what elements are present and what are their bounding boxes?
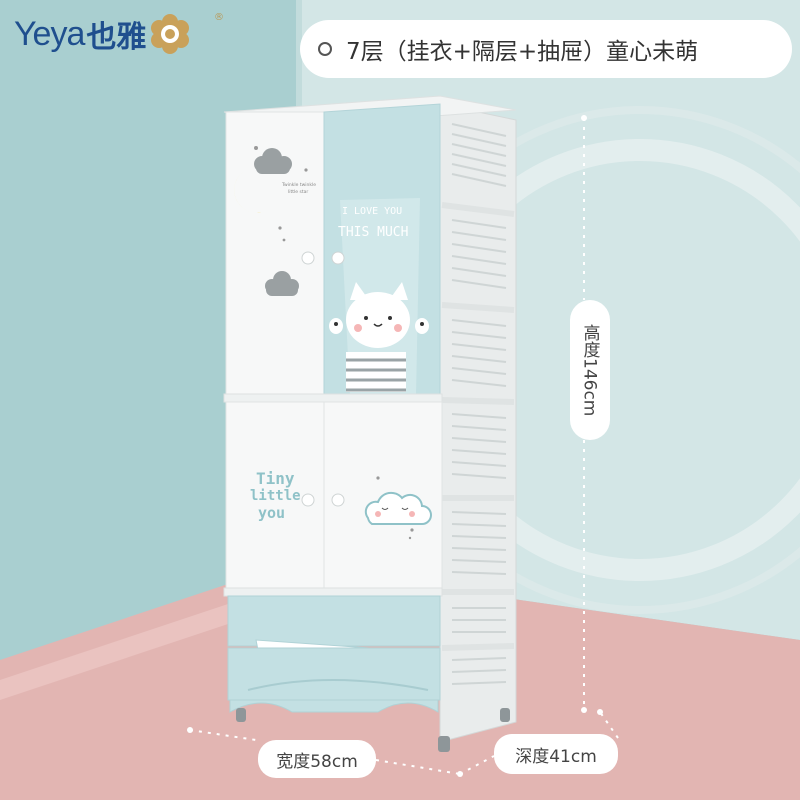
registered-mark: ® xyxy=(214,12,224,23)
brand-name-en: Yeya xyxy=(14,14,85,53)
tiny-stars-icon xyxy=(376,476,414,540)
love-text-line2: THIS MUCH xyxy=(338,225,408,240)
star-icon xyxy=(254,146,308,242)
depth-text: 深度41cm xyxy=(515,746,597,767)
you-text: you xyxy=(258,504,285,522)
cloud-small-icon xyxy=(265,271,299,296)
lower-left-door xyxy=(225,401,325,589)
product-title: 7层（挂衣+隔层+抽屉）童心未萌 xyxy=(346,39,699,65)
little-text: little xyxy=(250,488,301,504)
tiny-text: Tiny xyxy=(256,469,295,488)
height-text: 高度146cm xyxy=(579,323,600,417)
dimension-lines xyxy=(189,118,619,775)
smiling-cloud-icon xyxy=(364,491,432,525)
height-label: 高度146cm xyxy=(570,300,610,440)
title-pill: 7层（挂衣+隔层+抽屉）童心未萌 xyxy=(300,20,792,78)
brand-name-cn: 也雅 xyxy=(86,20,147,55)
cabinet-base xyxy=(229,699,439,713)
flower-logo-icon xyxy=(151,14,190,54)
love-text-line1: I LOVE YOU xyxy=(342,206,402,217)
side-dividers xyxy=(441,202,515,651)
floor-shade xyxy=(0,580,300,700)
drawer-top xyxy=(227,595,441,647)
drawer-bottom-handle xyxy=(247,679,429,691)
twinkle-line1: Twinkle twinkle xyxy=(281,182,316,188)
bullet-icon xyxy=(318,42,332,56)
caster-wheel-icon xyxy=(236,708,510,752)
twinkle-line2: little star xyxy=(288,189,308,195)
width-text: 宽度58cm xyxy=(276,751,358,772)
side-louvers xyxy=(451,123,507,685)
cloud-icon xyxy=(254,148,292,174)
brand-logo: Yeya 也雅 ® xyxy=(14,12,224,56)
cabinet-mid-divider xyxy=(223,393,443,403)
lower-knob-left xyxy=(301,493,315,507)
cabinet-lower-divider xyxy=(223,587,443,597)
drawer-bottom xyxy=(227,647,441,701)
door-knob-left xyxy=(301,251,315,265)
dimension-dots xyxy=(187,115,603,777)
lower-knob-right xyxy=(331,493,345,507)
width-label: 宽度58cm xyxy=(258,740,376,778)
depth-label: 深度41cm xyxy=(494,734,618,774)
door-knob-right xyxy=(331,251,345,265)
cat-illustration xyxy=(329,282,429,392)
